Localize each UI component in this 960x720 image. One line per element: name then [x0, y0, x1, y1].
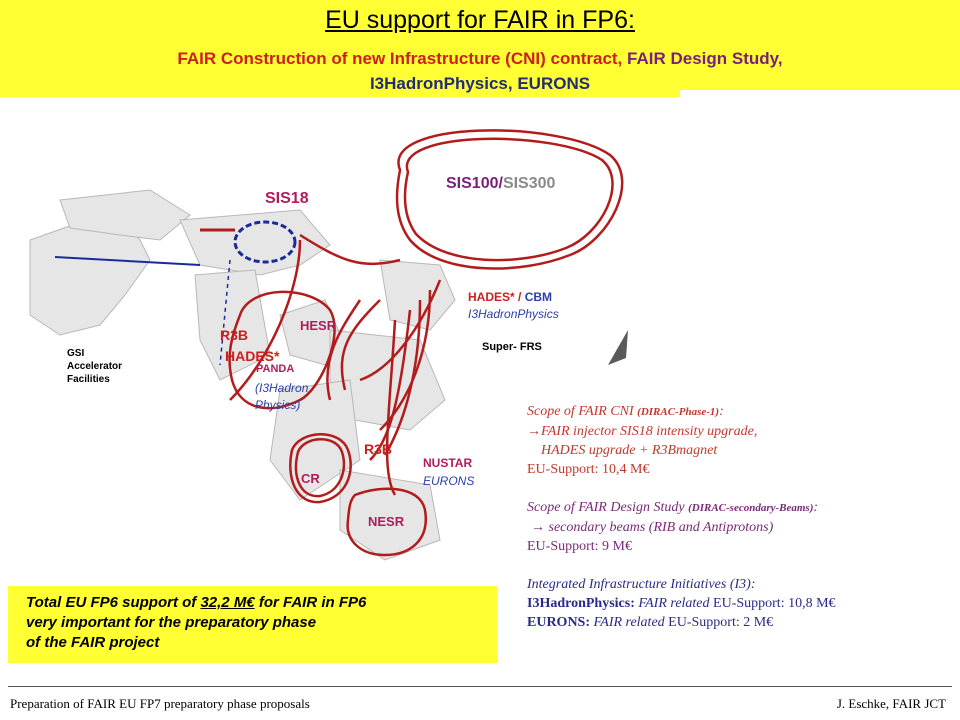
- facility-map: [29, 129, 628, 561]
- eurons-line: EURONS: FAIR related EU-Support: 2 M€: [527, 615, 774, 630]
- i3hp-line: I3HadronPhysics: FAIR related EU-Support…: [527, 596, 836, 611]
- cni-support: EU-Support: 10,4 M€: [527, 462, 650, 477]
- sis100-ring: [395, 129, 624, 270]
- label-cr: CR: [301, 471, 320, 486]
- footer-divider: [8, 686, 952, 687]
- subtitle-i3hp: I3HadronPhysics,: [369, 74, 518, 93]
- label-sis100: SIS100/: [446, 175, 503, 192]
- label-gsi-facilities: Facilities: [67, 374, 110, 385]
- label-hades-cbm: HADES* / CBM: [468, 290, 552, 304]
- label-eurons: EURONS: [423, 474, 475, 488]
- banner-notch: [680, 90, 960, 102]
- subtitle-eurons: EURONS: [517, 74, 591, 93]
- scope-text: Scope of FAIR CNI (DIRAC-Phase-1): →FAIR…: [527, 402, 957, 632]
- footer-right: J. Eschke, FAIR JCT: [836, 696, 946, 711]
- label-sis300: SIS300: [502, 175, 556, 192]
- hesr-ring: [228, 290, 336, 410]
- cni-line2: HADES upgrade + R3Bmagnet: [541, 443, 718, 458]
- label-cbm: CBM: [524, 290, 553, 304]
- label-gsi-accelerator: Accelerator: [67, 361, 123, 372]
- subtitle-design-study: FAIR Design Study,: [627, 49, 783, 68]
- i3-title: Integrated Infrastructure Initiatives (I…: [527, 577, 756, 592]
- summary-line1: Total EU FP6 support of 32,2 M€ for FAIR…: [26, 594, 367, 611]
- cni-title: Scope of FAIR CNI (DIRAC-Phase-1):: [527, 404, 724, 419]
- summary-text: Total EU FP6 support of 32,2 M€ for FAIR…: [26, 593, 496, 653]
- page-subtitle: FAIR Construction of new Infrastructure …: [40, 46, 920, 96]
- label-sis18: SIS18: [265, 190, 309, 207]
- label-panda: PANDA: [256, 363, 295, 375]
- ds-title: Scope of FAIR Design Study (DIRAC-second…: [527, 500, 819, 515]
- cni-line1: →FAIR injector SIS18 intensity upgrade,: [527, 424, 758, 439]
- summary-line3: of the FAIR project: [26, 634, 160, 651]
- label-panda-i3-1: (I3Hadron: [255, 381, 309, 395]
- gsi-buildings: [29, 189, 456, 561]
- label-nustar: NUSTAR: [423, 456, 473, 470]
- gsi-beamline: [54, 220, 297, 366]
- nesr-ring: [346, 487, 428, 557]
- label-sis100-sis300: SIS100/SIS300: [446, 175, 555, 193]
- label-panda-i3-2: Physics): [255, 398, 301, 412]
- title-banner: [0, 0, 960, 97]
- summary-line2: very important for the preparatory phase: [26, 614, 317, 631]
- label-nesr: NESR: [368, 514, 405, 529]
- label-hades: HADES*: [225, 348, 280, 364]
- label-r3b-1: R3B: [220, 327, 249, 343]
- north-arrow-icon: [608, 330, 628, 365]
- page-title: EU support for FAIR in FP6:: [325, 6, 635, 34]
- label-gsi: GSI: [67, 348, 85, 359]
- ds-support: EU-Support: 9 M€: [527, 539, 632, 554]
- label-r3b-2: R3B: [364, 441, 393, 457]
- label-super-frs: Super- FRS: [482, 341, 542, 353]
- label-hesr: HESR: [300, 318, 337, 333]
- transfer-lines: [229, 233, 442, 496]
- ds-line1: → secondary beams (RIB and Antiprotons): [531, 520, 774, 535]
- subtitle-cni: FAIR Construction of new Infrastructure …: [177, 49, 628, 68]
- cr-ring: [289, 433, 352, 504]
- label-hades-star: HADES* /: [468, 290, 525, 304]
- label-i3hadronphysics: I3HadronPhysics: [468, 307, 559, 321]
- summary-box: [8, 586, 497, 663]
- footer-left: Preparation of FAIR EU FP7 preparatory p…: [10, 696, 310, 711]
